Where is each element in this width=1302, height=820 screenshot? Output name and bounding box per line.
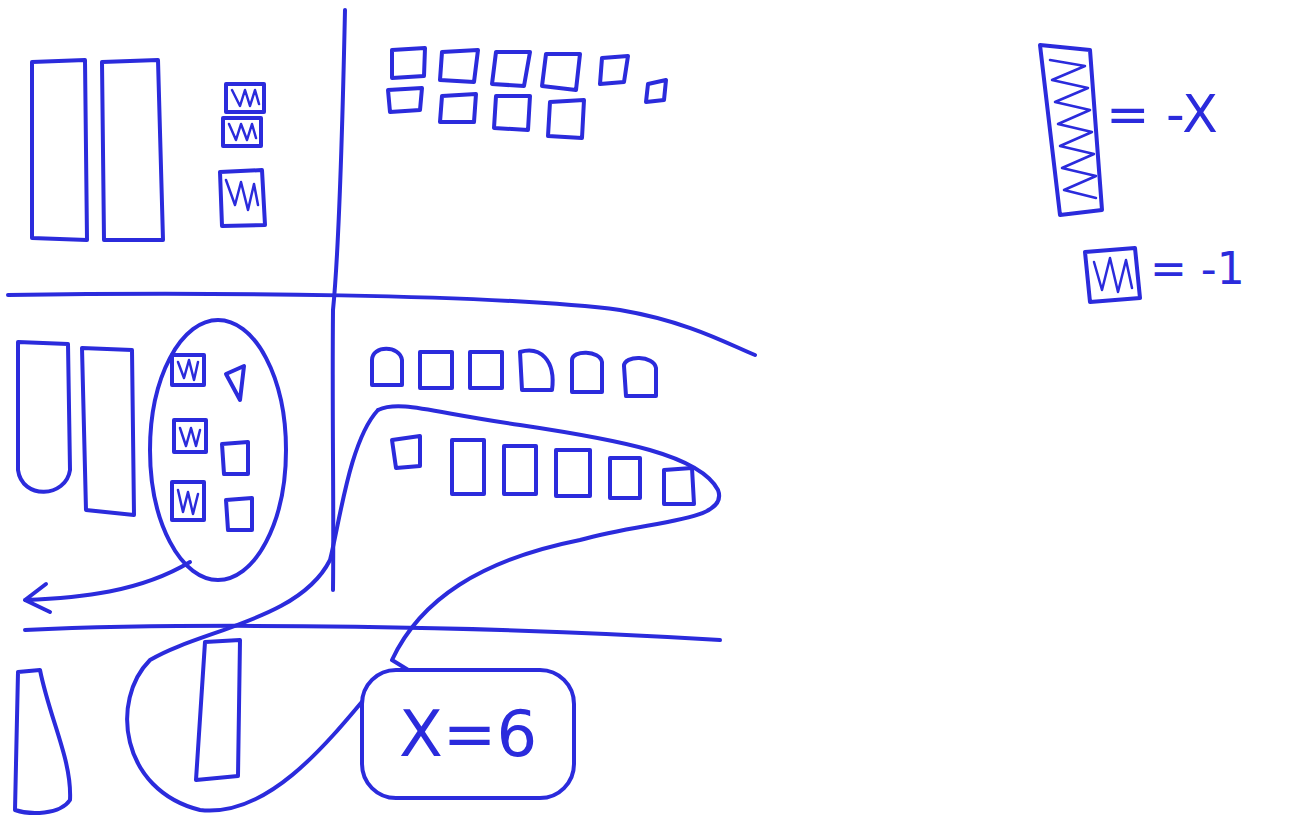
negative-unit-tile: [1085, 248, 1140, 302]
tile-shading: [229, 124, 256, 140]
tile-shading: [232, 90, 259, 106]
cancel-arrow: [25, 562, 190, 612]
answer-text: X=6: [399, 699, 537, 769]
tile-shading: [1050, 60, 1096, 198]
negative-unit-tile: [223, 118, 261, 146]
answer-box: X=6: [360, 668, 576, 800]
zero-pair-circle: [150, 320, 286, 580]
negative-x-tile: [1040, 45, 1102, 215]
negative-unit-tile: [172, 482, 204, 520]
unit-tiles: [388, 48, 666, 138]
x-tile: [82, 348, 134, 515]
tile-shading: [178, 360, 198, 380]
x-tile: [15, 670, 70, 813]
x-tile: [102, 60, 163, 240]
group-loop: [378, 406, 719, 676]
x-tile: [32, 60, 87, 240]
negative-unit-tile: [172, 355, 204, 385]
unit-tile: [226, 498, 252, 530]
tile-shading: [1094, 258, 1132, 292]
negative-unit-tile: [174, 420, 206, 452]
key-text: = -X: [1106, 86, 1218, 143]
unit-tile: [226, 366, 244, 400]
tile-shading: [180, 428, 200, 446]
negative-unit-tile: [220, 170, 265, 226]
mat-divider: [25, 626, 720, 640]
unit-tile: [222, 442, 248, 474]
key-text: = -1: [1150, 245, 1245, 293]
x-tile: [18, 342, 70, 492]
tile-shading: [178, 490, 198, 514]
negative-unit-tile: [226, 84, 264, 112]
mat-divider: [8, 294, 755, 355]
tile-shading: [226, 180, 258, 210]
x-tile: [196, 640, 240, 780]
